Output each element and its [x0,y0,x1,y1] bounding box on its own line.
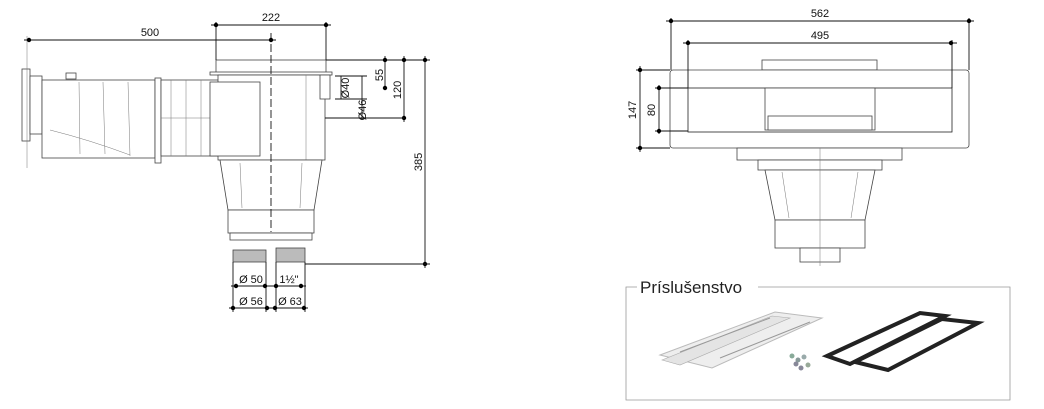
accessories-title: Príslušenstvo [640,278,742,297]
accessories-panel: Príslušenstvo [625,278,1011,401]
dim-d40: Ø40 [340,78,352,99]
face-plates-image [658,311,824,369]
dim-55: 55 [374,69,386,81]
gaskets-image [821,310,985,373]
front-view-body [669,59,970,266]
dim-d56: Ø 56 [239,296,263,308]
dim-d46: Ø46 [357,100,369,121]
front-view: 562 495 147 80 [627,8,974,266]
dim-500: 500 [141,27,159,39]
dim-80: 80 [646,104,658,116]
side-view: 500 222 55 120 385 Ø40 Ø46 [21,12,430,312]
dim-147: 147 [627,101,639,119]
dim-222: 222 [262,12,280,24]
dim-385: 385 [413,153,425,171]
dim-thread: 1½" [279,274,298,286]
dim-d63: Ø 63 [278,296,302,308]
dim-120: 120 [392,81,404,99]
dim-495: 495 [811,30,829,42]
side-view-dimensions: 500 222 55 120 385 Ø40 Ø46 [24,12,430,312]
screws-image [789,353,811,371]
front-view-dimensions: 562 495 147 80 [627,8,974,152]
dim-d50: Ø 50 [239,274,263,286]
side-view-body [21,33,333,263]
dim-562: 562 [811,8,829,20]
